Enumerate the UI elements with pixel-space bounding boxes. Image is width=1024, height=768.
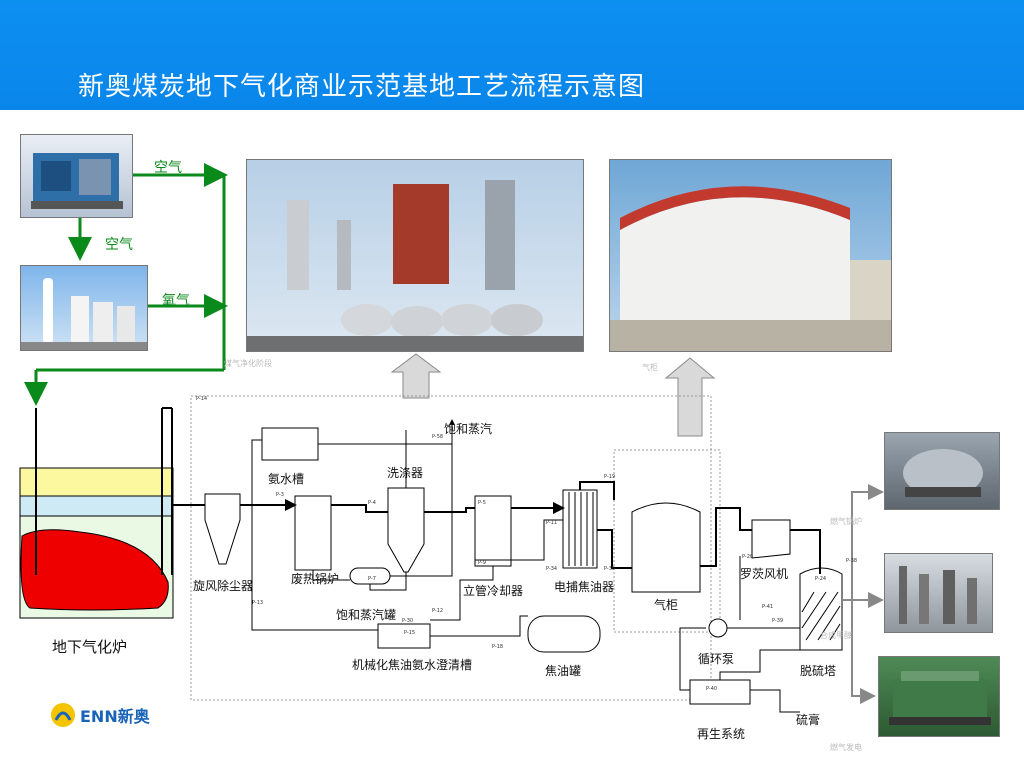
waste-heat-boiler-label: 废热锅炉 [291, 572, 340, 586]
regeneration-system-shape [689, 679, 751, 705]
esp-label: 电捕焦油器 [554, 580, 615, 594]
pipe-tag: P-5 [478, 500, 486, 506]
holder-caption: 气柜 [642, 363, 658, 372]
gas-boiler-photo [884, 432, 1000, 510]
pipe-tag: P-19 [604, 474, 616, 480]
air-label-1: 空气 [154, 160, 182, 176]
ammonia-tank-shape [261, 427, 319, 461]
regeneration-system-label: 再生系统 [697, 727, 746, 741]
gas-holder-boundary [613, 449, 721, 633]
oxygen-label: 氧气 [162, 293, 190, 309]
scrubber-label: 洗涤器 [387, 466, 424, 480]
purification-boundary [190, 395, 712, 701]
air-compressor-photo [20, 134, 133, 218]
cyclone-shape [204, 493, 241, 565]
cyclone-label: 旋风除尘器 [193, 579, 254, 593]
pipe-tag: P-24 [815, 576, 827, 582]
roots-blower-label: 罗茨风机 [740, 567, 789, 581]
tar-tank-label: 焦油罐 [545, 664, 582, 678]
pipe-tag: P-12 [432, 608, 444, 614]
gas-holder-label: 气柜 [654, 598, 679, 612]
enn-logo: ENN新奥 [50, 702, 150, 728]
vertical-cooler-shape [474, 495, 512, 567]
vertical-cooler-label: 立管冷却器 [463, 584, 524, 598]
power-caption: 燃气发电 [830, 743, 862, 752]
air-oxygen-lines [24, 163, 228, 406]
pipe-tag: P-40 [706, 686, 718, 692]
pipe-tag: P-35 [604, 566, 616, 572]
tar-tank-shape [527, 615, 601, 653]
gasifier-drawing [19, 407, 174, 619]
purification-plant-photo [246, 159, 584, 352]
pipe-tag: P-20 [742, 554, 754, 560]
logo-text: ENN新奥 [80, 707, 150, 726]
pipe-tag: P-3 [276, 492, 284, 498]
saturated-steam-label: 饱和蒸汽 [444, 422, 493, 436]
pipe-tag: P-11 [546, 520, 558, 526]
header-bar [0, 0, 1024, 110]
clarifier-shape [377, 623, 431, 649]
gasifier-label: 地下气化炉 [52, 638, 128, 656]
pipe-tag: P-9 [478, 560, 486, 566]
methanol-plant-photo [884, 553, 993, 633]
desulfurization-tower-label: 脱硫塔 [800, 664, 837, 678]
sulfur-paste-label: 硫膏 [796, 713, 821, 727]
circulation-pump-shape [708, 618, 728, 638]
pipe-tag: P-30 [402, 618, 414, 624]
pipe-tag: P-39 [772, 618, 784, 624]
purify-caption: 煤气净化阶段 [224, 359, 272, 368]
esp-shape [562, 489, 598, 569]
enn-logo-icon [51, 703, 75, 727]
clarifier-label: 机械化焦油氨水澄清槽 [352, 658, 473, 672]
gas-holder-photo [609, 159, 892, 352]
scrubber-shape [387, 487, 425, 573]
pipe-tag: P-58 [432, 434, 444, 440]
pipe-tag: P-13 [252, 600, 264, 606]
pipe-tag: P-18 [492, 644, 504, 650]
roots-blower-shape [751, 519, 791, 559]
steam-drum-label: 饱和蒸汽罐 [336, 608, 397, 622]
pipe-tag: P-41 [762, 604, 774, 610]
methanol-caption: 合成甲醇 [820, 631, 852, 640]
desulfurization-tower-shape [799, 567, 843, 651]
pipe-tag: P-15 [404, 630, 416, 636]
boiler-caption: 燃气锅炉 [830, 517, 862, 526]
gas-engine-photo [878, 656, 1000, 737]
ammonia-tank-label: 氨水槽 [268, 472, 305, 486]
oxygen-plant-photo [20, 265, 148, 351]
air-label-2: 空气 [105, 237, 133, 253]
circulation-pump-label: 循环泵 [698, 652, 735, 666]
pipe-tag: P-14 [196, 396, 208, 402]
pipe-tag: P-7 [368, 576, 376, 582]
gas-holder-shape [631, 502, 701, 593]
grey-up-arrows [390, 353, 716, 437]
pipe-tag: P-4 [368, 500, 376, 506]
pipe-tag: P-38 [846, 558, 858, 564]
waste-heat-boiler-shape [294, 495, 332, 571]
page-title: 新奥煤炭地下气化商业示范基地工艺流程示意图 [78, 72, 646, 102]
pipe-tag: P-34 [546, 566, 558, 572]
